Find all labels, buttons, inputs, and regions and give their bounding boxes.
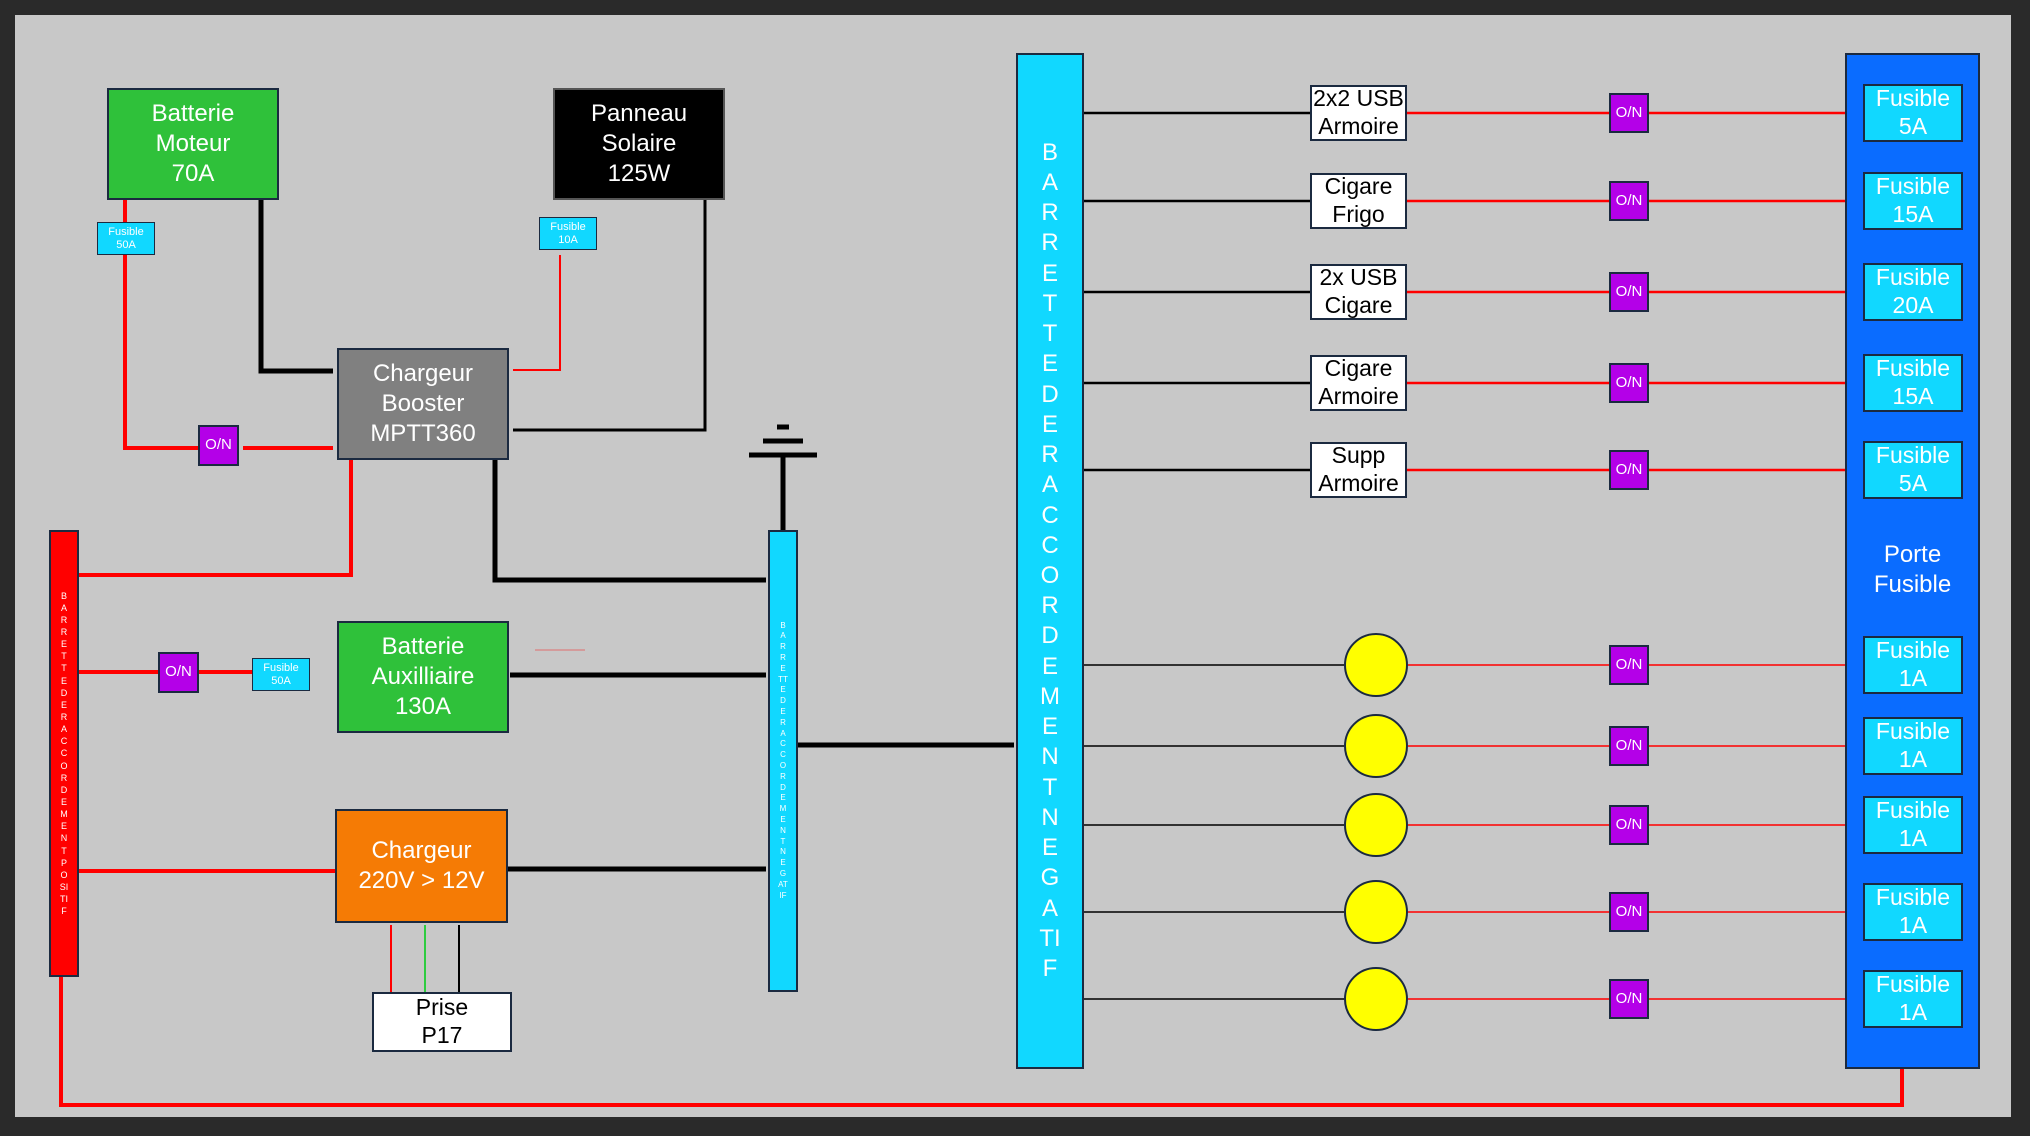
fusible-light-4: Fusible 1A bbox=[1863, 883, 1963, 941]
load-box-4: Cigare Armoire bbox=[1310, 355, 1407, 411]
barrette-negatif-main-label: BARRETTE DE RACCORDEMENT NEGATIF bbox=[1039, 138, 1061, 983]
fusible-aux: Fusible 50A bbox=[252, 658, 310, 691]
prise-p17-box: Prise P17 bbox=[372, 992, 512, 1052]
wire-moteur-to-switch bbox=[123, 200, 198, 450]
batterie-moteur-box: Batterie Moteur 70A bbox=[107, 88, 279, 200]
chargeur-220v-box: Chargeur 220V > 12V bbox=[335, 809, 508, 923]
light-bulb-2 bbox=[1344, 714, 1408, 778]
fusible-load-4: Fusible 15A bbox=[1863, 354, 1963, 412]
switch-light-5[interactable]: O/N bbox=[1609, 979, 1649, 1019]
load-box-2: Cigare Frigo bbox=[1310, 173, 1407, 229]
wire-moteur-negative bbox=[258, 200, 333, 374]
porte-fusible-label: Porte Fusible bbox=[1873, 541, 1952, 598]
fusible-load-1: Fusible 5A bbox=[1863, 84, 1963, 142]
fusible-load-5: Fusible 5A bbox=[1863, 441, 1963, 499]
wire-solaire-negative bbox=[513, 198, 707, 432]
switch-load-5[interactable]: O/N bbox=[1609, 450, 1649, 490]
switch-load-2[interactable]: O/N bbox=[1609, 181, 1649, 221]
light-bulb-3 bbox=[1344, 793, 1408, 857]
fusible-load-2: Fusible 15A bbox=[1863, 172, 1963, 230]
wire-booster-to-negative-bar bbox=[492, 460, 766, 583]
fusible-moteur: Fusible 50A bbox=[97, 222, 155, 255]
load-box-3: 2x USB Cigare bbox=[1310, 264, 1407, 320]
light-bulb-5 bbox=[1344, 967, 1408, 1031]
diagram-canvas: Batterie Moteur 70A Panneau Solaire 125W… bbox=[15, 15, 2011, 1117]
barrette-negatif-small-label: BARRETTE DE RACCORDEMENT NEGATIF bbox=[778, 620, 788, 900]
light-bulb-4 bbox=[1344, 880, 1408, 944]
chargeur-booster-box: Chargeur Booster MPTT360 bbox=[337, 348, 509, 460]
switch-load-3[interactable]: O/N bbox=[1609, 272, 1649, 312]
switch-light-1[interactable]: O/N bbox=[1609, 645, 1649, 685]
fusible-load-3: Fusible 20A bbox=[1863, 263, 1963, 321]
switch-light-4[interactable]: O/N bbox=[1609, 892, 1649, 932]
fusible-light-5: Fusible 1A bbox=[1863, 970, 1963, 1028]
fusible-solaire: Fusible 10A bbox=[539, 217, 597, 250]
load-box-1: 2x2 USB Armoire bbox=[1310, 85, 1407, 141]
switch-light-2[interactable]: O/N bbox=[1609, 726, 1649, 766]
wiring bbox=[59, 111, 1904, 1107]
switch-light-3[interactable]: O/N bbox=[1609, 805, 1649, 845]
fusible-light-1: Fusible 1A bbox=[1863, 636, 1963, 694]
barrette-negatif-small: BARRETTE DE RACCORDEMENT NEGATIF bbox=[768, 530, 798, 992]
switch-load-4[interactable]: O/N bbox=[1609, 363, 1649, 403]
fusible-light-3: Fusible 1A bbox=[1863, 796, 1963, 854]
ground-symbol bbox=[749, 424, 817, 458]
switch-aux[interactable]: O/N bbox=[158, 652, 199, 693]
switch-load-1[interactable]: O/N bbox=[1609, 93, 1649, 133]
batterie-auxilliaire-box: Batterie Auxilliaire 130A bbox=[337, 621, 509, 733]
wire-solaire-fuse-to-booster bbox=[513, 255, 561, 371]
barrette-positif-label: BARRETTE DE RACCORDEMENT POSITIF bbox=[59, 590, 69, 917]
wire-booster-to-positive-bar bbox=[79, 460, 353, 577]
panneau-solaire-box: Panneau Solaire 125W bbox=[553, 88, 725, 200]
wire-bar-to-porte-fusible bbox=[59, 977, 1904, 1107]
fusible-light-2: Fusible 1A bbox=[1863, 717, 1963, 775]
light-bulb-1 bbox=[1344, 633, 1408, 697]
load-box-5: Supp Armoire bbox=[1310, 442, 1407, 498]
switch-moteur[interactable]: O/N bbox=[198, 425, 239, 466]
barrette-negatif-main: BARRETTE DE RACCORDEMENT NEGATIF bbox=[1016, 53, 1084, 1069]
barrette-positif: BARRETTE DE RACCORDEMENT POSITIF bbox=[49, 530, 79, 977]
